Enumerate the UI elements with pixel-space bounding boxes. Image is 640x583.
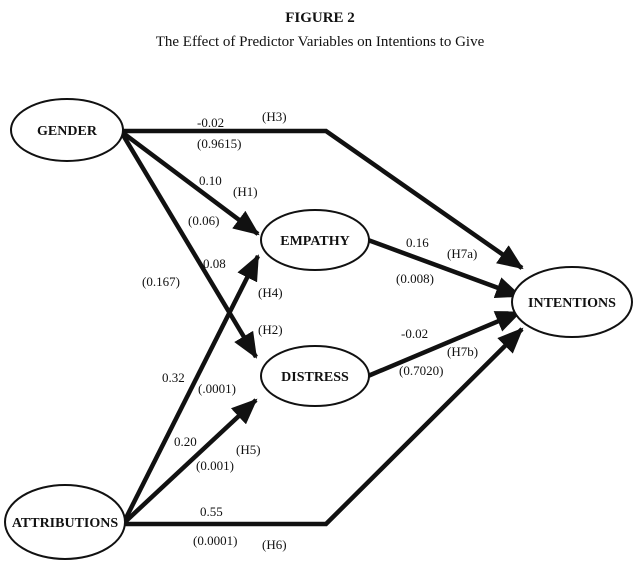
h7b-hypothesis: (H7b) xyxy=(447,344,478,359)
arrow-attributions-to-empathy xyxy=(122,254,261,522)
h7b-coefficient: -0.02 xyxy=(401,326,428,341)
node-intentions-shape xyxy=(511,266,633,338)
node-empathy: EMPATHY xyxy=(260,209,370,271)
h3-hypothesis: (H3) xyxy=(262,109,287,124)
h6-p-value: (0.0001) xyxy=(193,533,237,548)
h3-p-value: (0.9615) xyxy=(197,136,241,151)
h3-coefficient: -0.02 xyxy=(197,115,224,130)
node-distress-label: DISTRESS xyxy=(281,370,349,385)
figure-title: The Effect of Predictor Variables on Int… xyxy=(156,34,485,50)
arrow-gender-to-empathy xyxy=(121,131,260,236)
h6-coefficient: 0.55 xyxy=(200,504,223,519)
h6-hypothesis: (H6) xyxy=(262,537,287,552)
h4-p-value: (.0001) xyxy=(198,381,236,396)
h5-coefficient: 0.20 xyxy=(174,434,197,449)
arrow-gender-to-distress xyxy=(121,133,258,359)
figure-number: FIGURE 2 xyxy=(285,10,355,26)
node-empathy-label: EMPATHY xyxy=(280,234,349,249)
path-arrows xyxy=(121,128,524,527)
arrow-empathy-to-intentions xyxy=(367,237,522,299)
h1-p-value: (0.06) xyxy=(188,213,219,228)
h7a-hypothesis: (H7a) xyxy=(447,246,477,261)
h7a-coefficient: 0.16 xyxy=(406,235,429,250)
arrow-distress-to-intentions xyxy=(367,309,522,379)
h1-coefficient: 0.10 xyxy=(199,173,222,188)
h2-hypothesis: (H2) xyxy=(258,322,283,337)
node-gender-shape xyxy=(10,98,124,162)
node-attributions-shape xyxy=(4,484,126,560)
h5-p-value: (0.001) xyxy=(196,458,234,473)
h5-hypothesis: (H5) xyxy=(236,442,261,457)
h2-p-value: (0.167) xyxy=(142,274,180,289)
h2-coefficient: 0.08 xyxy=(203,256,226,271)
node-distress-shape xyxy=(260,345,370,407)
h4-hypothesis: (H4) xyxy=(258,285,283,300)
arrow-attributions-to-distress xyxy=(123,398,258,524)
node-intentions-label: INTENTIONS xyxy=(528,296,616,311)
h7b-p-value: (0.7020) xyxy=(399,363,443,378)
arrow-attributions-to-intentions xyxy=(125,327,524,527)
path-labels: -0.02 (H3) (0.9615) 0.10 (H1) (0.06) 0.0… xyxy=(142,109,478,552)
node-attributions: ATTRIBUTIONS xyxy=(4,484,126,560)
node-empathy-shape xyxy=(260,209,370,271)
node-intentions: INTENTIONS xyxy=(511,266,633,338)
node-gender: GENDER xyxy=(10,98,124,162)
node-gender-label: GENDER xyxy=(37,124,98,139)
h4-coefficient: 0.32 xyxy=(162,370,185,385)
h7a-p-value: (0.008) xyxy=(396,271,434,286)
arrow-gender-to-intentions xyxy=(123,128,524,270)
node-distress: DISTRESS xyxy=(260,345,370,407)
h1-hypothesis: (H1) xyxy=(233,184,258,199)
node-attributions-label: ATTRIBUTIONS xyxy=(12,516,119,531)
